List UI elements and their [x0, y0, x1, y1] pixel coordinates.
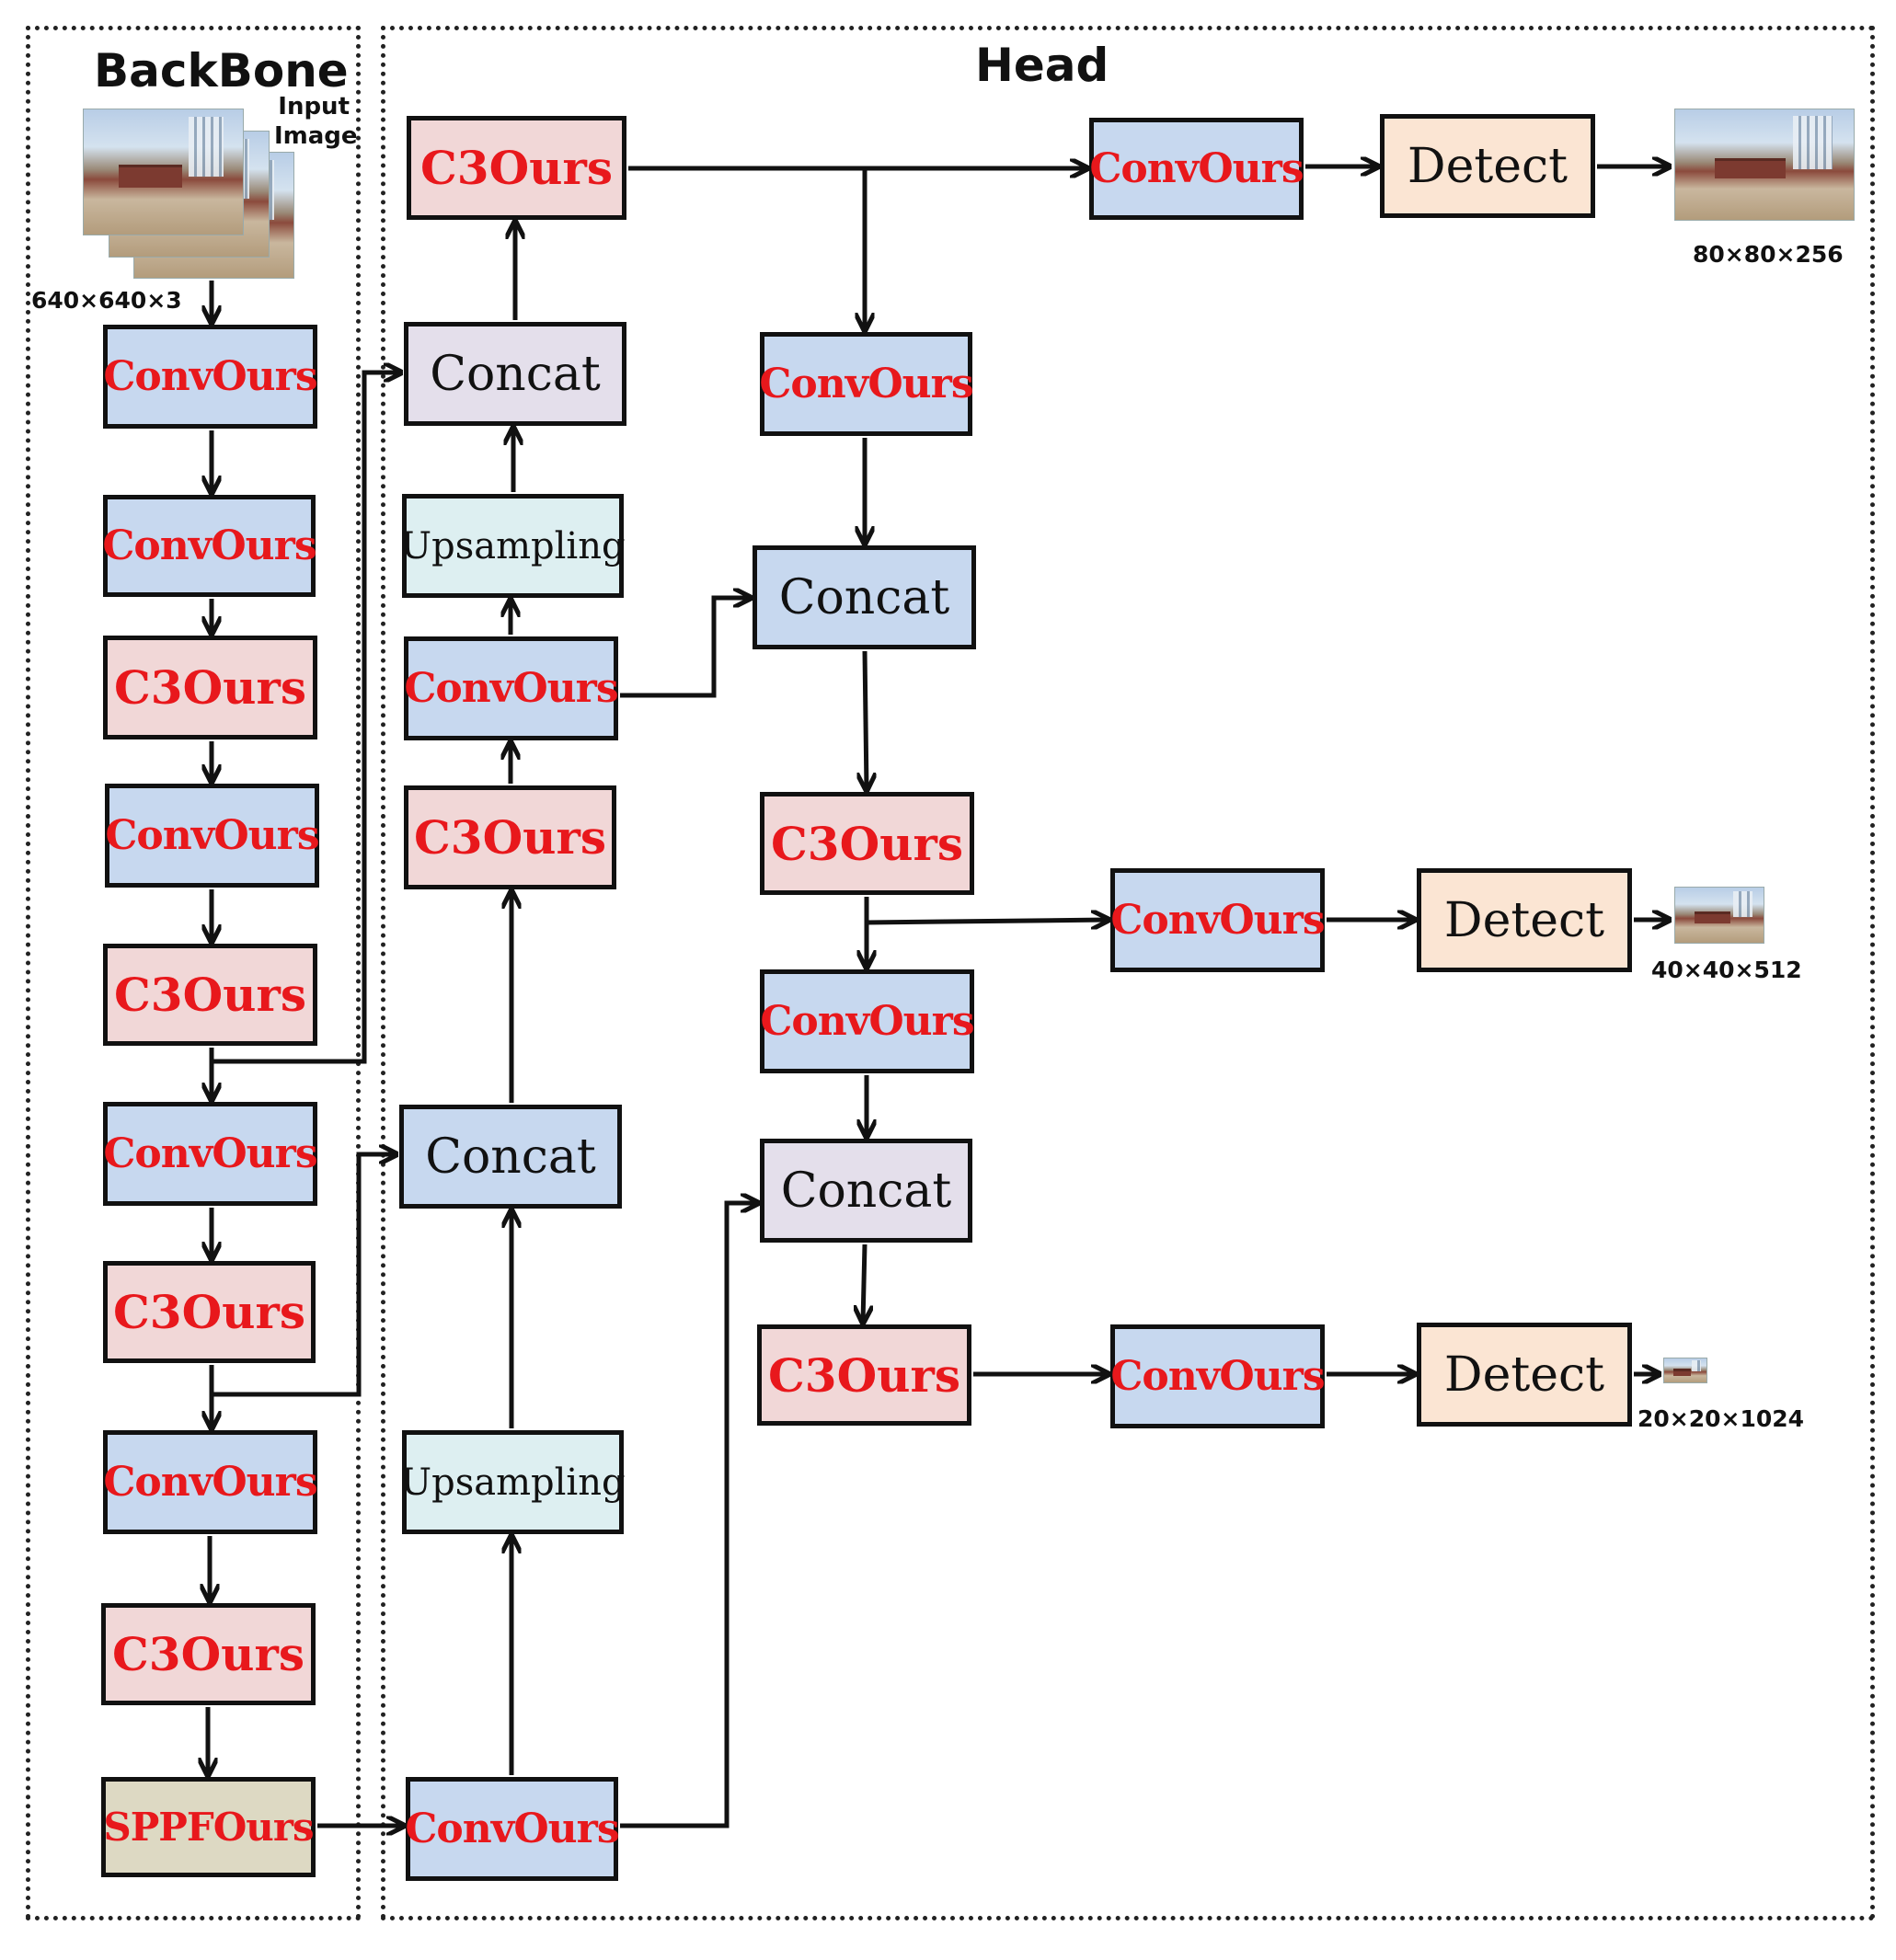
backbone-conv-3: ConvOurs: [105, 784, 320, 888]
backbone-conv-2: ConvOurs: [102, 495, 317, 597]
backbone-c3-4: C3Ours: [101, 1603, 316, 1705]
head-conv-pan-2: ConvOurs: [760, 969, 975, 1073]
input-size-label: 640×640×3: [31, 287, 182, 314]
arrow-concat-pan1-to-c3: [865, 650, 867, 790]
head-title: Head: [975, 39, 1109, 92]
output-size-medium: 40×40×512: [1651, 957, 1802, 983]
head-conv-mid: ConvOurs: [404, 636, 619, 740]
head-c3-pan-1: C3Ours: [760, 792, 974, 895]
head-conv-bottom: ConvOurs: [405, 1777, 620, 1881]
input-image-1: [83, 109, 244, 235]
head-conv-out-1: ConvOurs: [1089, 118, 1304, 220]
head-concat-pan-2: Concat: [760, 1139, 972, 1243]
backbone-conv-4: ConvOurs: [103, 1102, 318, 1206]
backbone-conv-1: ConvOurs: [103, 325, 318, 429]
input-image-label: Input Image: [274, 93, 358, 150]
arrow-skip-to-concat-mid: [212, 1154, 396, 1397]
head-c3-top: C3Ours: [407, 116, 626, 220]
backbone-c3-1: C3Ours: [103, 636, 317, 739]
head-conv-out-2: ConvOurs: [1110, 868, 1326, 972]
detect-1: Detect: [1380, 114, 1595, 218]
head-conv-pan-1: ConvOurs: [759, 332, 974, 436]
output-size-small: 20×20×1024: [1637, 1405, 1805, 1432]
output-size-large: 80×80×256: [1693, 241, 1844, 268]
head-concat-top: Concat: [404, 322, 626, 426]
detect-3: Detect: [1417, 1323, 1632, 1427]
arrow-skip-to-concat-top: [212, 373, 401, 1064]
backbone-sppf: SPPFOurs: [101, 1777, 316, 1877]
head-c3-mid: C3Ours: [404, 785, 616, 889]
output-image-large: [1674, 109, 1855, 221]
head-upsampling-top: Upsampling: [400, 494, 626, 598]
backbone-region: [26, 26, 361, 1920]
head-upsampling-bottom: Upsampling: [400, 1430, 626, 1534]
output-image-medium: [1674, 887, 1764, 944]
backbone-title: BackBone: [94, 44, 349, 97]
head-concat-pan-1: Concat: [753, 545, 976, 649]
head-region: [381, 26, 1875, 1920]
detect-2: Detect: [1417, 868, 1632, 972]
head-c3-pan-2: C3Ours: [757, 1324, 971, 1426]
arrow-convmid-to-concat-pan1: [620, 598, 751, 698]
backbone-conv-5: ConvOurs: [103, 1430, 318, 1534]
head-concat-mid: Concat: [399, 1105, 622, 1209]
output-image-small: [1663, 1358, 1707, 1383]
arrow-c3pan1-to-convout2: [866, 920, 1109, 923]
backbone-c3-2: C3Ours: [103, 944, 317, 1046]
arrow-concat-pan2-to-c3: [863, 1244, 865, 1323]
head-conv-out-3: ConvOurs: [1110, 1324, 1326, 1428]
arrow-convbottom-to-concat-pan2: [620, 1203, 758, 1828]
backbone-c3-3: C3Ours: [103, 1261, 316, 1363]
